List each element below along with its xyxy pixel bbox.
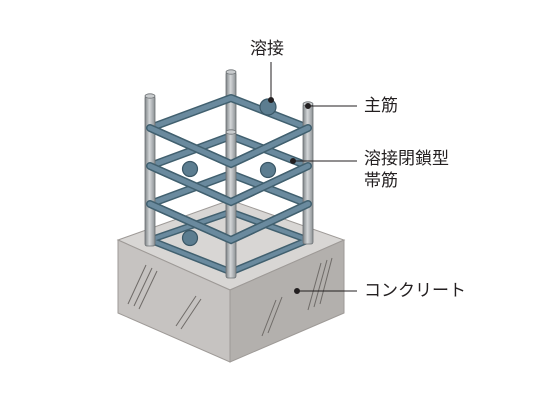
leaders xyxy=(268,62,357,294)
weld-point xyxy=(259,98,277,116)
concrete-label: コンクリート xyxy=(364,281,466,301)
weld-point xyxy=(259,161,277,179)
main-rebar-label: 主筋 xyxy=(364,96,398,116)
concrete-texture xyxy=(127,257,333,337)
main-rebar-right xyxy=(302,101,314,245)
tie-front-overlap xyxy=(146,124,312,245)
weld-label: 溶接 xyxy=(250,39,284,59)
weld-point xyxy=(181,229,199,247)
concrete-right-face xyxy=(229,239,345,363)
weld-point xyxy=(181,160,199,178)
welded-closed-tie-label: 溶接閉鎖型 帯筋 xyxy=(364,148,449,192)
weld-points xyxy=(181,98,277,247)
welded-closed-tie-label-line1: 溶接閉鎖型 xyxy=(364,149,449,169)
welded-closed-tie-label-line2: 帯筋 xyxy=(364,171,398,191)
